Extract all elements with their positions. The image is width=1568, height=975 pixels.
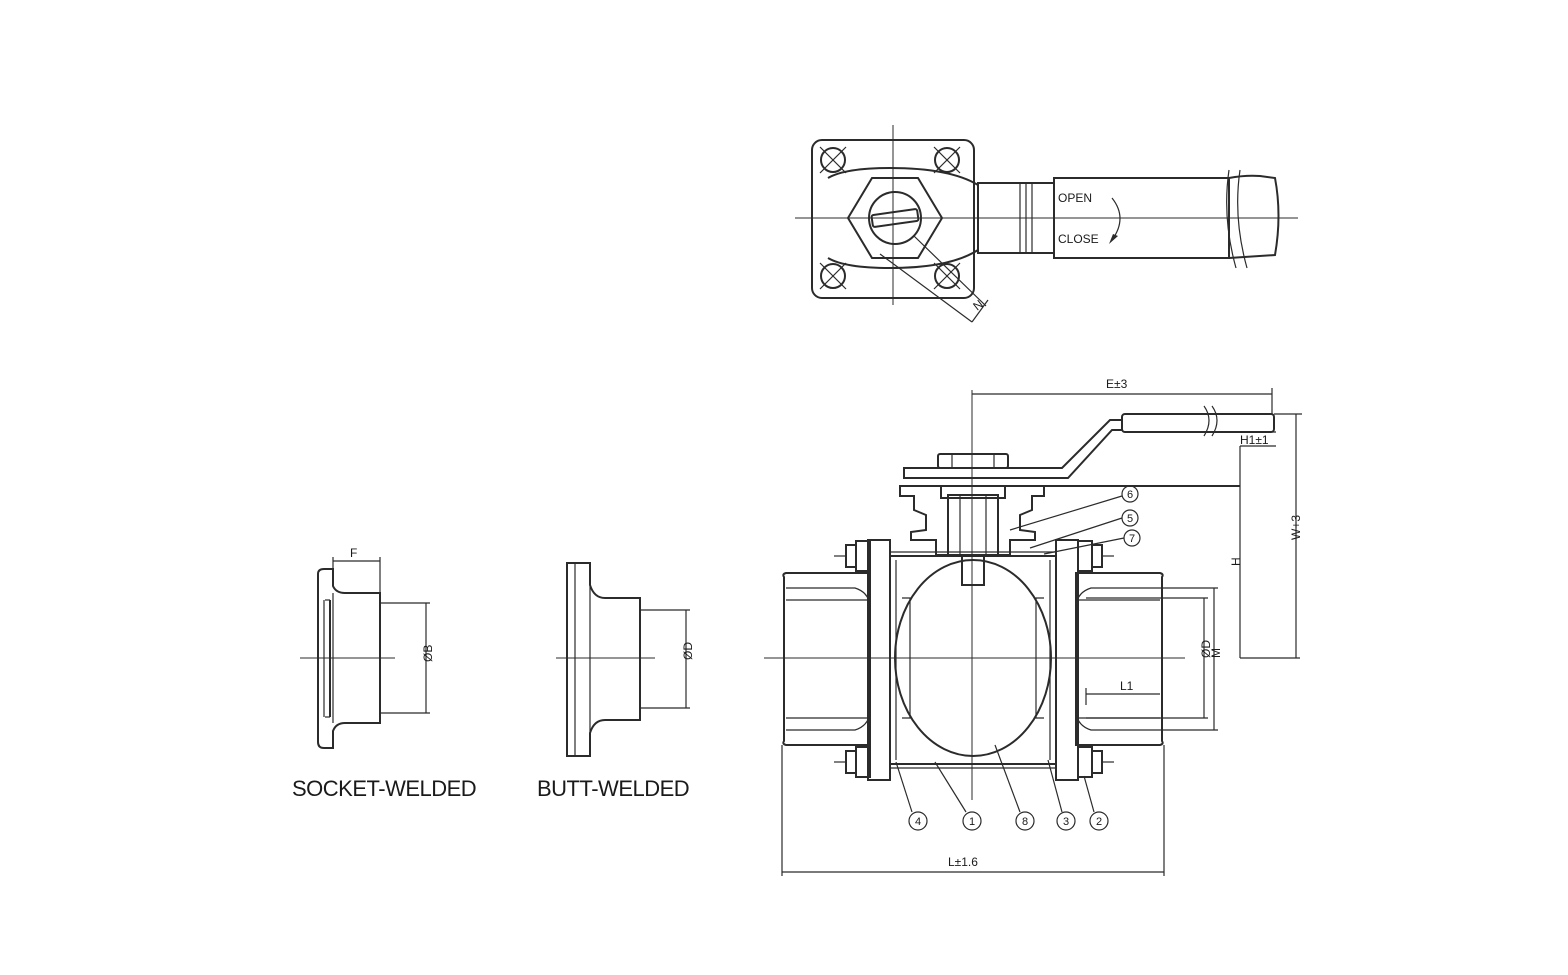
b-dim-label: ØB [421,645,435,662]
socket-welded-detail: F ØB SOCKET-WELDED [292,546,477,801]
main-section-view: E±3 H1±1 W+3 H ØD M L1 L±1.6 [764,377,1303,876]
valve-body [889,555,1057,765]
stem [947,494,999,556]
balloon-3: 3 [1056,811,1076,831]
balloon-6: 6 [1121,485,1139,503]
svg-text:8: 8 [1022,816,1028,828]
bolt-hole-tr [933,146,961,174]
d-dim-label-main: ØD [1199,640,1213,658]
balloon-2: 2 [1089,811,1109,831]
balloon-7: 7 [1123,529,1141,547]
rotation-arrow [1111,197,1121,241]
d-dim-label-butt: ØD [681,642,695,660]
svg-text:6: 6 [1127,489,1133,501]
balloon-1: 1 [962,811,982,831]
l1-dim-label: L1 [1120,679,1134,693]
l-dim-label: L±1.6 [948,855,978,869]
close-label: CLOSE [1058,232,1099,246]
butt-welded-detail: ØD BUTT-WELDED [537,562,695,801]
svg-text:3: 3 [1063,816,1069,828]
svg-text:7: 7 [1129,533,1135,545]
balloon-5: 5 [1121,509,1139,527]
balloon-8: 8 [1015,811,1035,831]
bolt-hole-tl [819,146,847,174]
svg-text:1: 1 [969,816,975,828]
w-dim-label: W+3 [1289,515,1303,540]
socket-welded-caption: SOCKET-WELDED [292,776,476,801]
open-label: OPEN [1058,191,1092,205]
svg-text:4: 4 [915,816,921,828]
bolt-hole-br [933,262,961,290]
balloon-4: 4 [908,811,928,831]
e-dim-label: E±3 [1106,377,1128,391]
bolt-top-left [834,540,871,572]
bolt-top-right [1077,540,1114,572]
bolt-bottom-left [834,746,871,778]
svg-text:2: 2 [1096,816,1102,828]
svg-text:5: 5 [1127,513,1133,525]
top-view: OPEN CLOSE N [795,125,1298,323]
h1-dim-label: H1±1 [1240,433,1269,447]
bolt-bottom-right [1077,746,1114,778]
m-dim-label: M [1209,648,1223,658]
handle [903,419,1123,479]
f-dim-label: F [350,546,357,560]
n-dim-label: N [970,297,985,313]
h-dim-label: H [1229,557,1243,566]
butt-welded-caption: BUTT-WELDED [537,776,689,801]
bolt-hole-bl [819,262,847,290]
